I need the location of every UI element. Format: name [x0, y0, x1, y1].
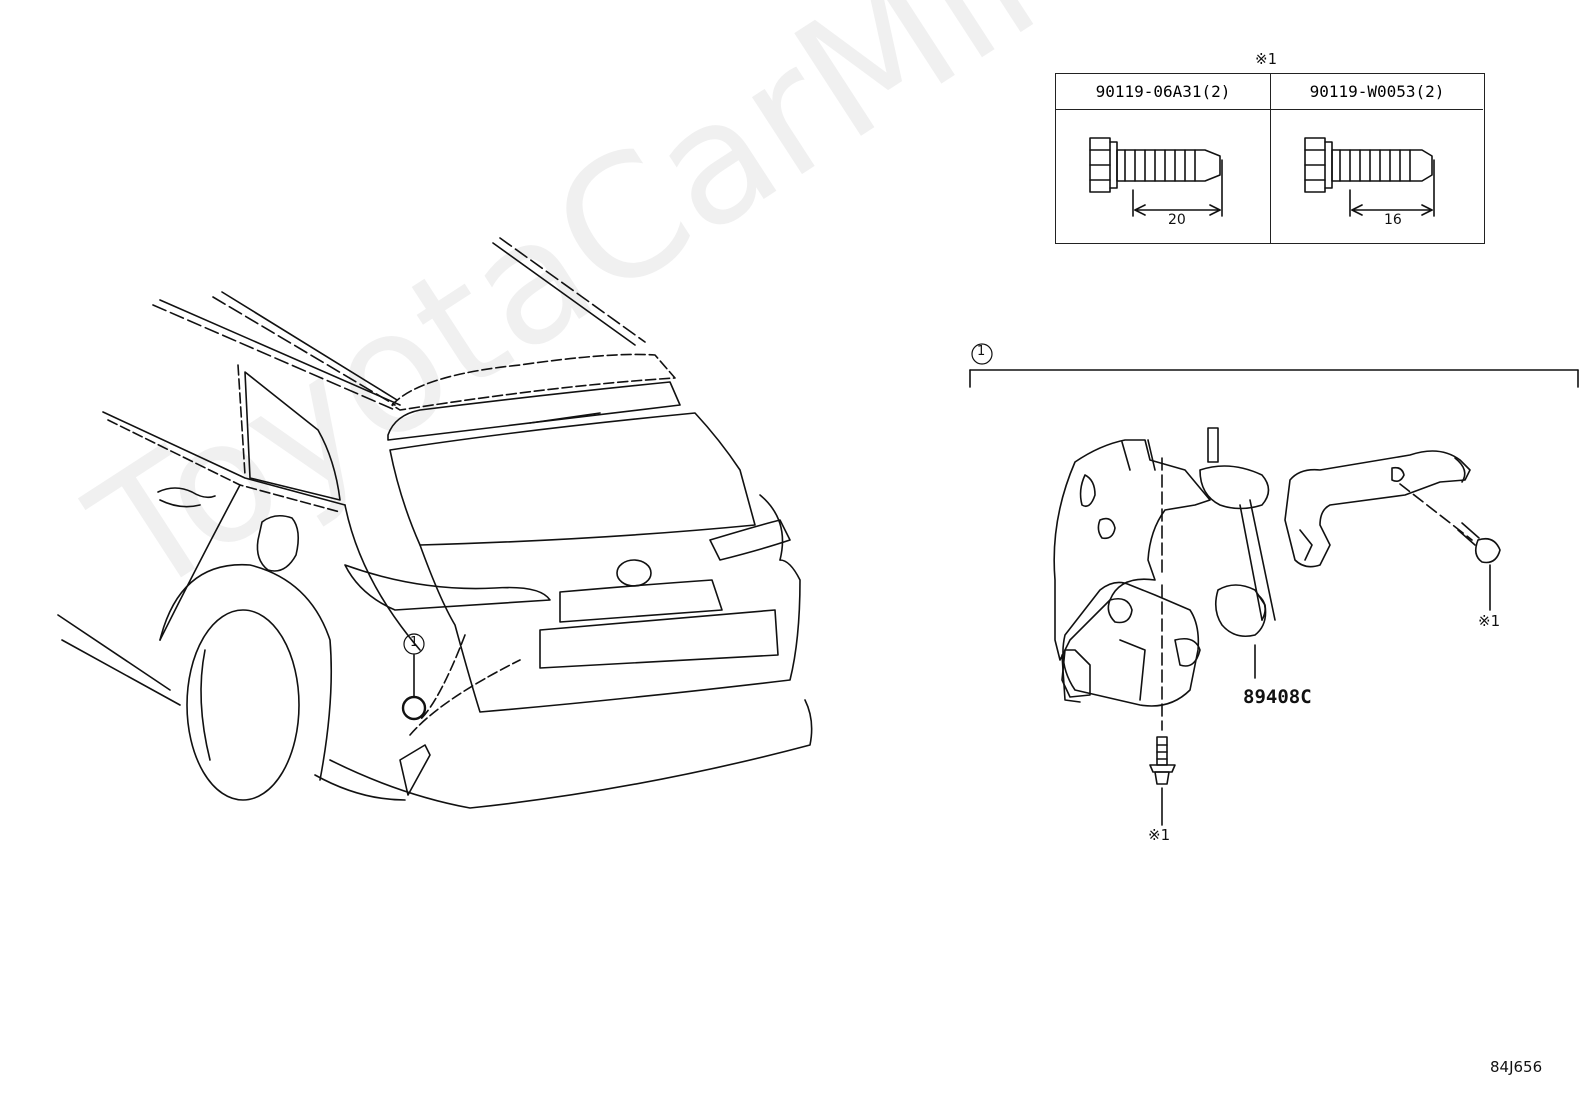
car-illustration	[57, 237, 813, 809]
sensor-part-number: 89408C	[1243, 686, 1312, 708]
table-note-symbol: ※1	[1255, 50, 1277, 68]
bolt-graphics	[1089, 137, 1435, 217]
assembly-ref-label: 1	[977, 344, 986, 359]
bottom-bolt-note: ※1	[1148, 826, 1171, 844]
car-ref-label: 1	[410, 635, 419, 650]
table-divider	[1270, 74, 1271, 243]
bolt-part-number-1: 90119-06A31(2)	[1056, 74, 1270, 110]
right-bolt-note: ※1	[1478, 612, 1501, 630]
bolt-length-2: 16	[1384, 212, 1402, 228]
diagram-code: 84J656	[1490, 1058, 1543, 1076]
assembly-bracket	[969, 343, 1579, 388]
bolt-length-1: 20	[1168, 212, 1186, 228]
bolt-part-number-2: 90119-W0053(2)	[1270, 74, 1483, 110]
bolt-part-table: 90119-06A31(2) 90119-W0053(2)	[1055, 73, 1485, 244]
height-sensor-assembly	[1053, 427, 1501, 826]
